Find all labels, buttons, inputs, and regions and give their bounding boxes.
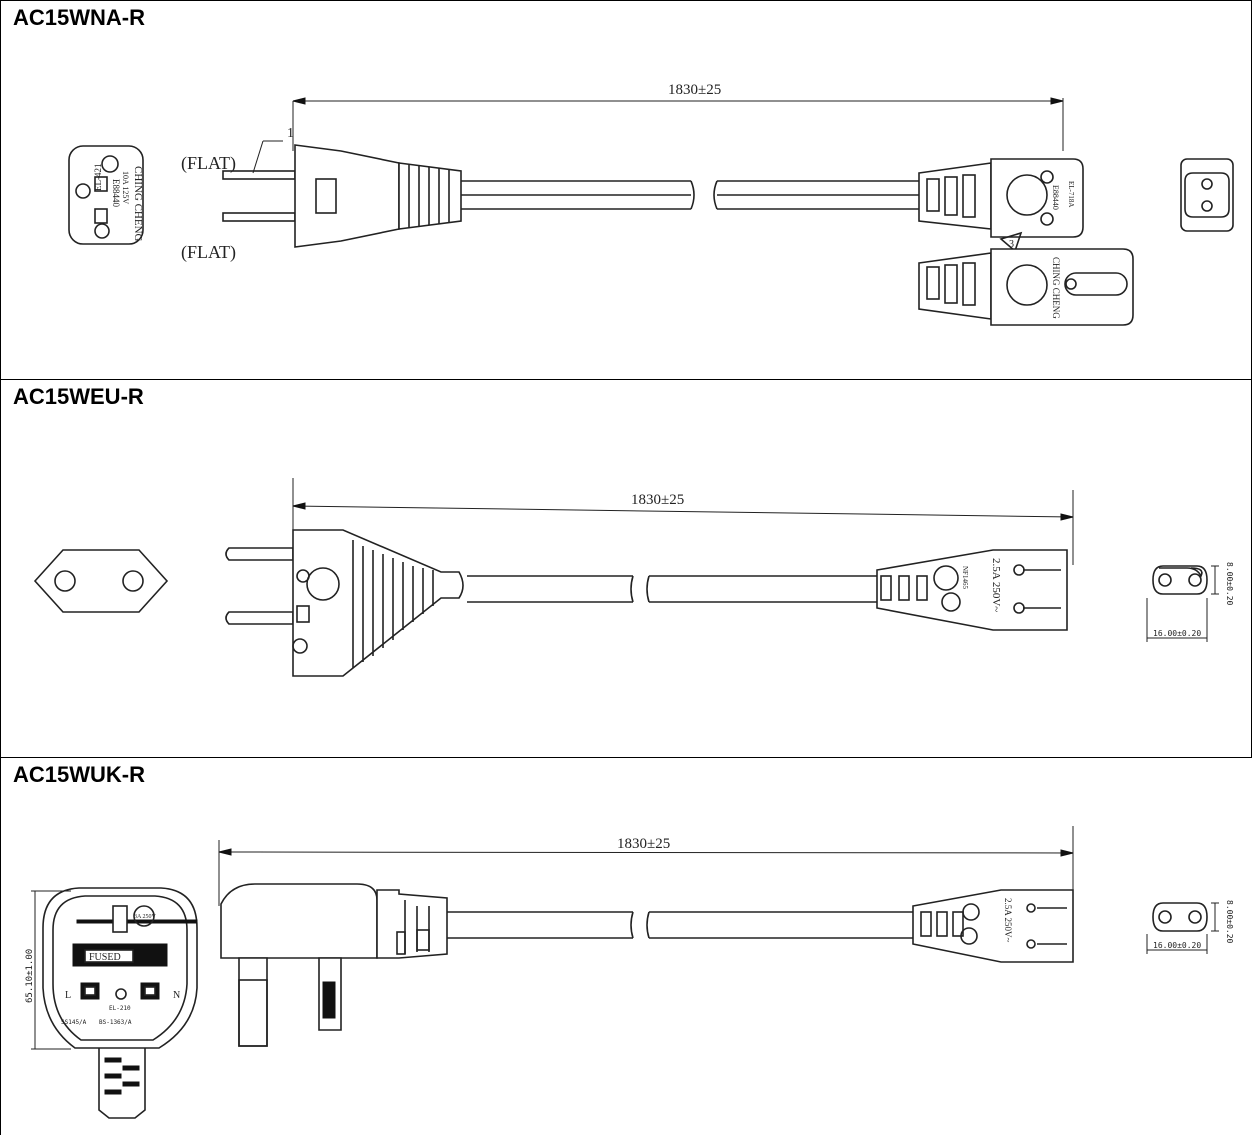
dimension-label: 1830±25 <box>631 492 684 508</box>
uk-fused-label: FUSED <box>89 952 121 963</box>
socket-width-dim: 16.00±0.20 <box>1153 629 1201 638</box>
na-connector-top: E88440 EL-718A <box>918 158 1084 238</box>
panel-title: AC15WUK-R <box>13 762 145 787</box>
connector-brand: CHING CHENG <box>1051 257 1061 319</box>
callout-leader <box>252 140 264 174</box>
uk-plug-face-view: 65.10±1.00 3A 250V FUSED L N EL-210 SS14… <box>25 887 198 1119</box>
connector-cert: E88440 <box>1051 185 1060 210</box>
eu-socket-end-view: 8.00±0.20 16.00±0.20 <box>1146 562 1234 642</box>
eu-plug-face-view <box>33 549 169 613</box>
connector-rating: 2.5A 250V~ <box>990 558 1002 612</box>
socket-height-dim: 8.00±0.20 <box>1225 900 1234 944</box>
socket-height-dim: 8.00±0.20 <box>1225 562 1234 606</box>
uk-drawing: 1830±25 65.10±1.00 3A 250V FUSED L N <box>25 826 1234 1119</box>
uk-cable <box>447 911 913 939</box>
uk-plug <box>220 883 448 1047</box>
eu-connector: 2.5A 250V~ NF1465 <box>876 549 1068 631</box>
uk-socket-end-view: 8.00±0.20 16.00±0.20 <box>1146 900 1234 954</box>
panel-ac15wuk-r: AC15WUK-R 1830±25 65.10±1.00 <box>0 757 1252 1135</box>
flat-label-top: (FLAT) <box>181 153 236 174</box>
na-cable <box>461 180 921 210</box>
plug-face-rating: 10A 125V <box>121 171 130 204</box>
flat-label-bottom: (FLAT) <box>181 242 236 263</box>
dimension-label: 1830±25 <box>668 82 721 98</box>
connector-part: EL-718A <box>1067 181 1075 207</box>
dimension-line: 1830±25 <box>292 478 1074 565</box>
connector-cert: NF1465 <box>961 566 969 589</box>
uk-part-no: EL-210 <box>109 1005 131 1012</box>
na-plug <box>222 144 462 248</box>
uk-std-right: BS-1363/A <box>99 1019 132 1026</box>
uk-connector: 2.5A 250V~ <box>912 889 1074 963</box>
uk-fuse-rating: 3A 250V <box>134 914 157 920</box>
connector-rating: 2.5A 250V~ <box>1003 898 1013 943</box>
panel-title: AC15WEU-R <box>13 384 144 409</box>
plug-face-cert: E88440 <box>111 179 121 207</box>
callout-number: 1 <box>287 126 294 141</box>
socket-width-dim: 16.00±0.20 <box>1153 941 1201 950</box>
uk-std-left: SS145/A <box>61 1019 87 1026</box>
dimension-line: 1830±25 <box>218 826 1074 906</box>
na-drawing: 1830±25 CHING CHENG 10A 125V E88440 EL-4… <box>68 82 1234 326</box>
dimension-line: 1830±25 <box>292 82 1064 151</box>
plug-face-view: CHING CHENG 10A 125V E88440 EL-421 <box>68 145 144 245</box>
plug-face-part: EL-421 <box>93 164 103 192</box>
triangle-marker: 3 <box>999 231 1023 253</box>
na-connector-bottom: CHING CHENG <box>918 248 1134 326</box>
triangle-label: 3 <box>1009 239 1014 250</box>
eu-cable <box>467 575 877 603</box>
na-socket-end-view <box>1180 158 1234 232</box>
panel-title: AC15WNA-R <box>13 5 145 30</box>
uk-live-label: L <box>65 990 71 1001</box>
uk-height-dim: 65.10±1.00 <box>25 949 35 1003</box>
plug-face-brand: CHING CHENG <box>132 166 144 242</box>
dimension-label: 1830±25 <box>617 836 670 852</box>
panel-ac15wna-r: AC15WNA-R 1830±25 CHING CHENG 10A 12 <box>0 0 1252 380</box>
uk-neutral-label: N <box>173 990 180 1001</box>
eu-drawing: 1830±25 <box>33 478 1234 677</box>
panel-ac15weu-r: AC15WEU-R 1830±25 <box>0 379 1252 758</box>
eu-plug <box>225 529 464 677</box>
